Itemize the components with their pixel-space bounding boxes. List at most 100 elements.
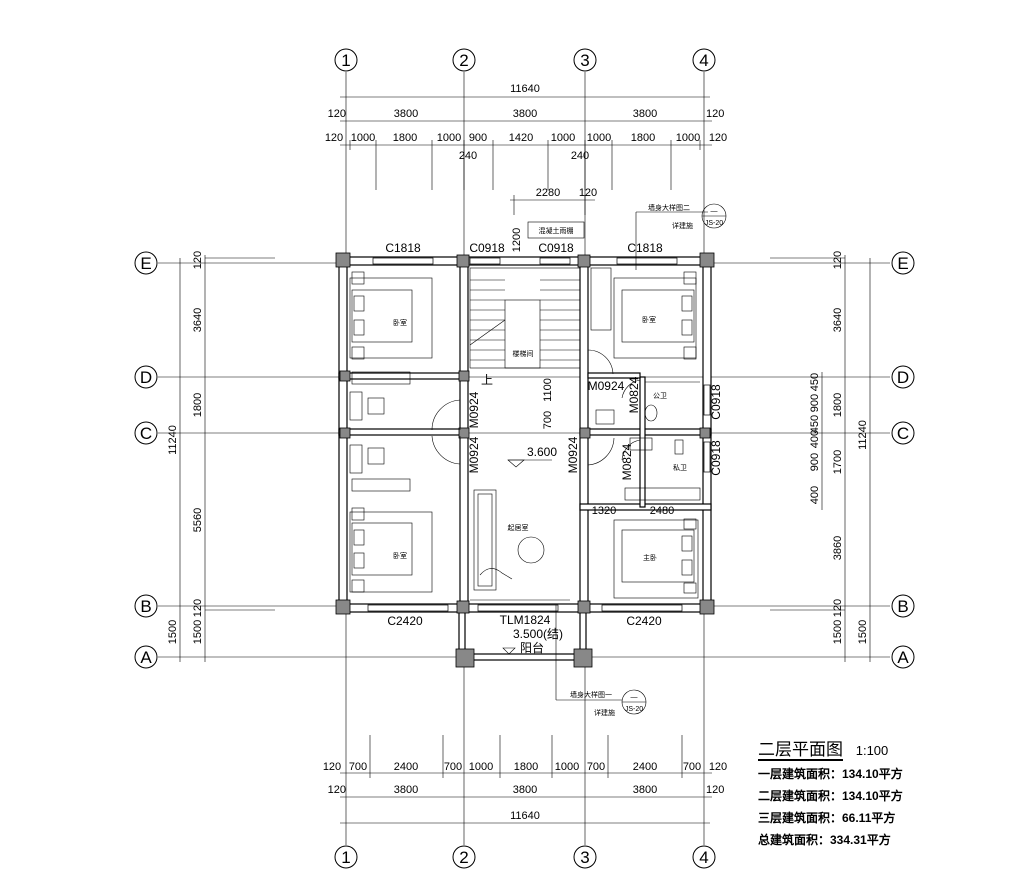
- grid-lines: [158, 72, 890, 845]
- column-axis-bubbles-bottom: 1 2 3 4: [334, 845, 716, 869]
- right-span-2: 1800: [832, 393, 844, 417]
- room-bed-nw: 卧室: [393, 318, 407, 327]
- windows: C1818 C0918 C0918 C1818 C0918 C0918 C242…: [367, 241, 723, 628]
- top-wall-240-b: 240: [571, 150, 589, 162]
- top-detail-2: 1800: [393, 132, 417, 144]
- drawing-title: 二层平面图: [758, 740, 843, 759]
- structural-columns: [335, 252, 715, 668]
- right-total-dim: 11240: [857, 420, 869, 450]
- window-c0918-d: C0918: [709, 440, 723, 476]
- bottom-span-2: 3800: [513, 784, 537, 796]
- right-span-3: 3860: [832, 536, 844, 560]
- bottom-span-1: 3800: [394, 784, 418, 796]
- axis-B-left: B: [140, 597, 151, 616]
- bottom-detail-1: 700: [349, 761, 367, 773]
- room-bed-ne: 卧室: [642, 315, 656, 324]
- callout-1-text: 墙身大样图一: [570, 690, 612, 699]
- right-outer-1500: 1500: [857, 620, 869, 644]
- axis-3-bottom: 3: [580, 848, 589, 867]
- bottom-detail-6: 1000: [555, 761, 579, 773]
- wardrobes-west: [349, 371, 411, 492]
- doors: M0924 M0924 M0924 M0924 M0824 M0824: [431, 348, 641, 480]
- axis-E-right: E: [897, 254, 908, 273]
- top-detail-0: 120: [325, 132, 343, 144]
- bottom-end-right: 120: [706, 784, 724, 796]
- window-c0918-b: C0918: [538, 241, 574, 255]
- door-m0924-b: M0924: [467, 436, 481, 473]
- right-detail-450a: 450: [809, 373, 821, 391]
- bottom-detail-9: 700: [683, 761, 701, 773]
- bottom-detail-2: 2400: [394, 761, 418, 773]
- left-total-dim: 11240: [167, 425, 179, 455]
- inner-dim-2480: 2480: [650, 505, 674, 517]
- room-wc-private: 私卫: [673, 463, 687, 472]
- axis-A-left: A: [140, 648, 152, 667]
- axis-D-right: D: [897, 368, 909, 387]
- level-balcony: 3.500(结): [513, 627, 563, 641]
- axis-B-right: B: [897, 597, 908, 616]
- right-detail-1700: 1700: [832, 450, 844, 474]
- drawing-scale: 1:100: [855, 743, 889, 758]
- room-living: 起居室: [508, 523, 529, 532]
- bottom-detail-ticks: [369, 735, 683, 778]
- top-detail-8: 1800: [631, 132, 655, 144]
- bottom-detail-5: 1800: [514, 761, 538, 773]
- room-stair: 楼梯间: [513, 349, 534, 358]
- stair-dim-120: 120: [579, 187, 597, 199]
- bottom-total-dim: 11640: [510, 810, 540, 822]
- axis-C-left: C: [140, 424, 152, 443]
- top-detail-7: 1000: [587, 132, 611, 144]
- callout-1-ref: JS-20: [625, 706, 643, 713]
- stair-dim-1200: 1200: [511, 228, 523, 252]
- top-detail-6: 1000: [551, 132, 575, 144]
- left-span-1: 3640: [192, 308, 204, 332]
- axis-C-right: C: [897, 424, 909, 443]
- top-span-3: 3800: [633, 108, 657, 120]
- axis-3-top: 3: [580, 51, 589, 70]
- bed-nw: [349, 271, 433, 360]
- window-c2420-b: C2420: [626, 614, 662, 628]
- bottom-detail-10: 120: [709, 761, 727, 773]
- row-axis-bubbles-right: E D C B A: [891, 251, 915, 669]
- bed-master: [613, 487, 701, 599]
- bottom-detail-3: 700: [444, 761, 462, 773]
- right-detail-900b: 900: [809, 453, 821, 471]
- left-span-3: 5560: [192, 508, 204, 532]
- bottom-dimension-chain: 120 700 2400 700 1000 1800 1000 700 2400…: [323, 735, 727, 824]
- top-span-1: 3800: [394, 108, 418, 120]
- bottom-span-3: 3800: [633, 784, 657, 796]
- inner-dim-700: 700: [542, 411, 554, 429]
- top-end-left: 120: [328, 108, 346, 120]
- stair-up-label: 上: [481, 373, 493, 387]
- level-floor: 3.600: [527, 445, 557, 459]
- door-tlm1824: TLM1824: [500, 613, 551, 627]
- area-line-1: 一层建筑面积：134.10平方: [758, 767, 903, 781]
- axis-4-bottom: 4: [699, 848, 708, 867]
- top-detail-5: 1420: [509, 132, 533, 144]
- left-end-bottom: 120: [192, 599, 204, 617]
- bottom-detail-4: 1000: [469, 761, 493, 773]
- axis-A-right: A: [897, 648, 909, 667]
- axis-2-top: 2: [459, 51, 468, 70]
- legend-title-row: 二层平面图 1:100: [758, 735, 1028, 760]
- row-axis-bubbles-left: E D C B A: [134, 251, 158, 669]
- level-marks: 3.600 3.500(结) 阳台: [502, 445, 563, 655]
- right-detail-900a: 900: [809, 394, 821, 412]
- callout-1-dash: —: [631, 694, 638, 701]
- axis-1-top: 1: [341, 51, 350, 70]
- top-end-right: 120: [706, 108, 724, 120]
- drawing-legend: 二层平面图 1:100 一层建筑面积：134.10平方 二层建筑面积：134.1…: [758, 735, 1028, 848]
- right-detail-450b: 450: [809, 415, 821, 433]
- bed-ne: [590, 267, 697, 360]
- right-end-top: 120: [832, 251, 844, 269]
- right-dimension-chain: 11240 3640 1800 3860 1500 120 120 1500 4…: [770, 251, 871, 662]
- bottom-end-left: 120: [328, 784, 346, 796]
- window-c1818-b: C1818: [627, 241, 663, 255]
- left-span-4: 1500: [192, 620, 204, 644]
- door-m0824-b: M0824: [620, 443, 634, 480]
- top-detail-3: 1000: [437, 132, 461, 144]
- room-wc-public: 公卫: [653, 392, 667, 400]
- door-m0824-a: M0824: [627, 376, 641, 413]
- axis-D-left: D: [140, 368, 152, 387]
